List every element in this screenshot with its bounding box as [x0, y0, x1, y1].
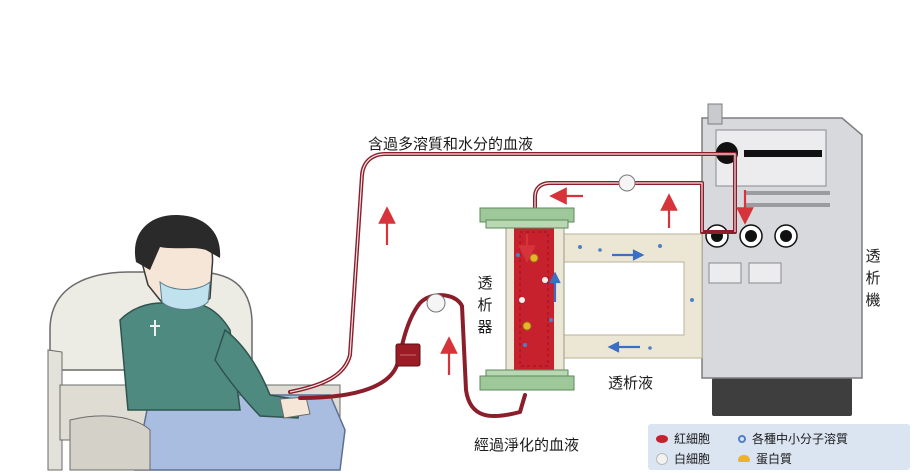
legend-protein-label: 蛋白質: [756, 450, 792, 467]
clean-blood-label: 經過淨化的血液: [474, 434, 579, 455]
white-cell-icon: [656, 453, 668, 465]
solute-icon: [738, 435, 746, 443]
pump-icon: [427, 294, 445, 312]
dialysis-machine-icon: [702, 104, 862, 416]
top-blood-label: 含過多溶質和水分的血液: [368, 133, 533, 154]
legend-red-cell-label: 紅細胞: [674, 430, 710, 447]
machine-label: 透析機: [864, 245, 882, 311]
red-cell-icon: [656, 435, 668, 443]
legend-red-cell: 紅細胞: [656, 430, 710, 447]
dialysate-label: 透析液: [608, 372, 653, 393]
protein-icon: [738, 455, 750, 462]
legend-white-cell: 白細胞: [656, 450, 710, 467]
dialyzer-label: 透析器: [476, 272, 494, 338]
legend-protein: 蛋白質: [738, 450, 792, 467]
legend-solutes-label: 各種中小分子溶質: [752, 430, 848, 447]
pump-icon: [619, 175, 635, 191]
legend-white-cell-label: 白細胞: [674, 450, 710, 467]
patient-figure: [48, 215, 345, 470]
legend-solutes: 各種中小分子溶質: [738, 430, 848, 447]
blood-bag-icon: [396, 344, 420, 366]
legend: 紅細胞 各種中小分子溶質 白細胞 蛋白質: [648, 424, 910, 470]
